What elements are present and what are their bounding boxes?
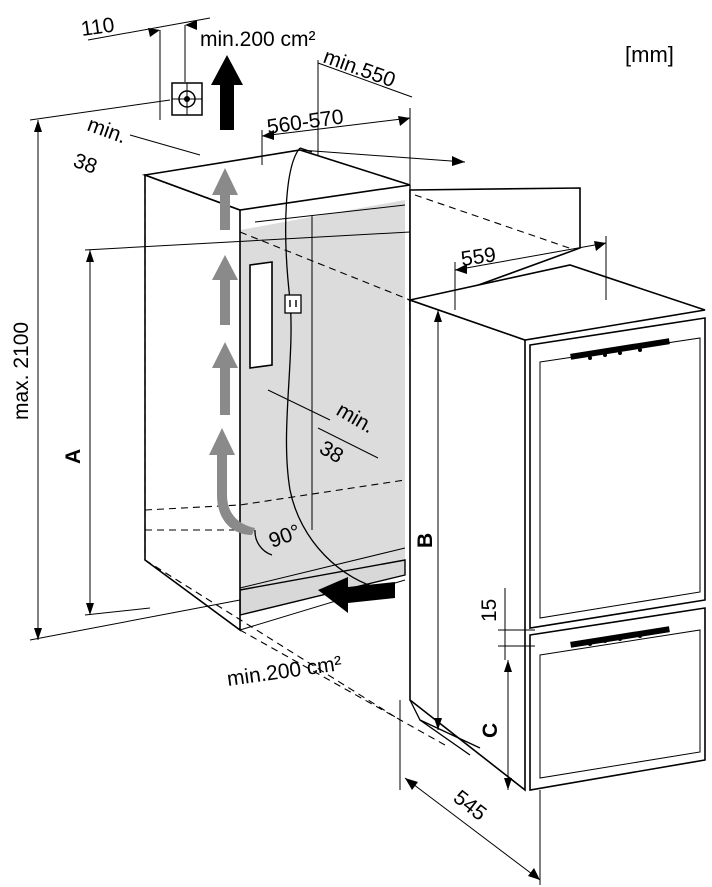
dim-a-label: A <box>62 449 85 464</box>
vent-top-area-label: min.200 cm² <box>200 28 316 51</box>
niche-cabinet <box>141 149 411 632</box>
appliance <box>407 264 706 792</box>
appliance-top <box>407 264 706 341</box>
appliance-depth-label: 545 <box>449 786 491 826</box>
dim-c-label: C <box>479 723 502 738</box>
dim-b-label: B <box>414 533 437 548</box>
top-gap-min-label: min. <box>84 113 129 148</box>
vent-offset-label: 110 <box>79 14 115 41</box>
angle-arc <box>254 529 273 556</box>
airflow-arrow-icon <box>209 168 255 535</box>
appliance-width-label: 559 <box>459 243 497 271</box>
niche-width-label: 560-570 <box>265 105 345 139</box>
niche-interior <box>240 200 405 590</box>
gap-15-label: 15 <box>478 599 501 622</box>
units-label: [mm] <box>625 42 674 67</box>
wall-bracket <box>249 261 273 369</box>
depth-min-label: min.550 <box>320 45 398 92</box>
appliance-lower-door <box>529 607 706 791</box>
vent-bottom-area-label: min.200 cm² <box>225 652 343 691</box>
power-socket-icon <box>284 294 302 314</box>
top-vent-arrow <box>211 55 243 130</box>
vent-arrows <box>211 55 395 613</box>
appliance-upper-door <box>529 317 706 629</box>
top-gap-value-label: 38 <box>70 149 100 179</box>
max-height-label: max. 2100 <box>10 322 33 420</box>
ventilation-grille-icon <box>171 82 203 116</box>
bottom-vent-arrow <box>318 577 395 613</box>
dimension-arrowheads <box>34 20 606 880</box>
